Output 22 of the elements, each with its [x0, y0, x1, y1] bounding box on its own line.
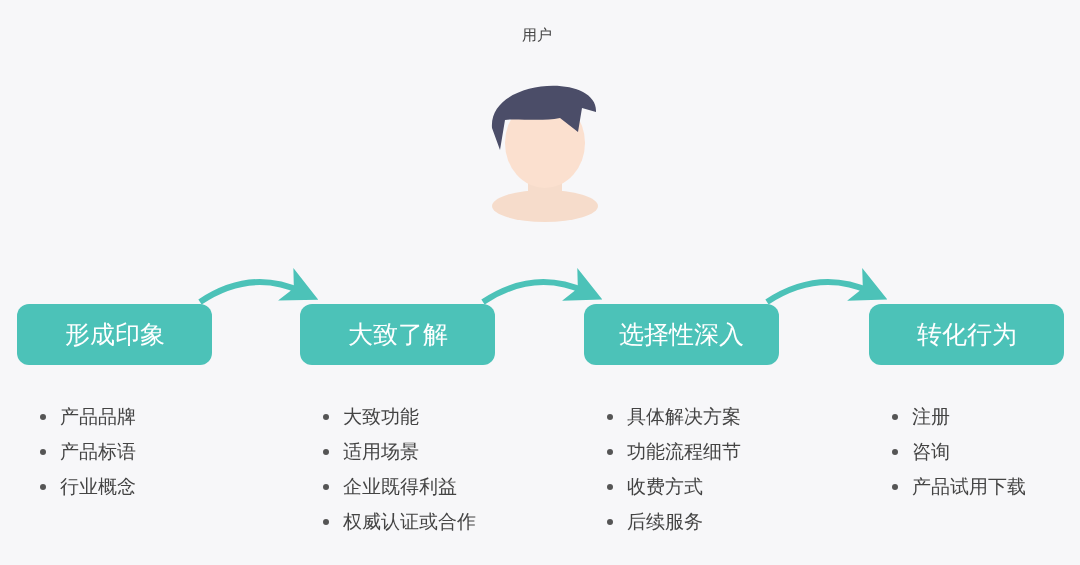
bullet-item: 产品标语 [60, 439, 136, 464]
stage-box: 形成印象 [17, 304, 212, 365]
stage-box: 选择性深入 [584, 304, 779, 365]
stage-box: 转化行为 [869, 304, 1064, 365]
bullet-item: 产品品牌 [60, 404, 136, 429]
bullet-item: 大致功能 [343, 404, 419, 429]
bullet-item: 权威认证或合作 [343, 509, 476, 534]
bullet-item: 产品试用下载 [912, 474, 1026, 499]
bullet-item: 收费方式 [627, 474, 703, 499]
bullet-item: 具体解决方案 [627, 404, 741, 429]
bullet-item: 企业既得利益 [343, 474, 457, 499]
bullet-item: 适用场景 [343, 439, 419, 464]
bullet-item: 行业概念 [60, 474, 136, 499]
curved-arrow [765, 268, 888, 305]
bullet-item: 后续服务 [627, 509, 703, 534]
curved-arrow [198, 268, 319, 305]
curved-arrow [481, 268, 603, 305]
bullet-item: 功能流程细节 [627, 439, 741, 464]
stage-box: 大致了解 [300, 304, 495, 365]
bullet-item: 注册 [912, 404, 950, 429]
bullet-item: 咨询 [912, 439, 950, 464]
user-label: 用户 [522, 26, 552, 45]
